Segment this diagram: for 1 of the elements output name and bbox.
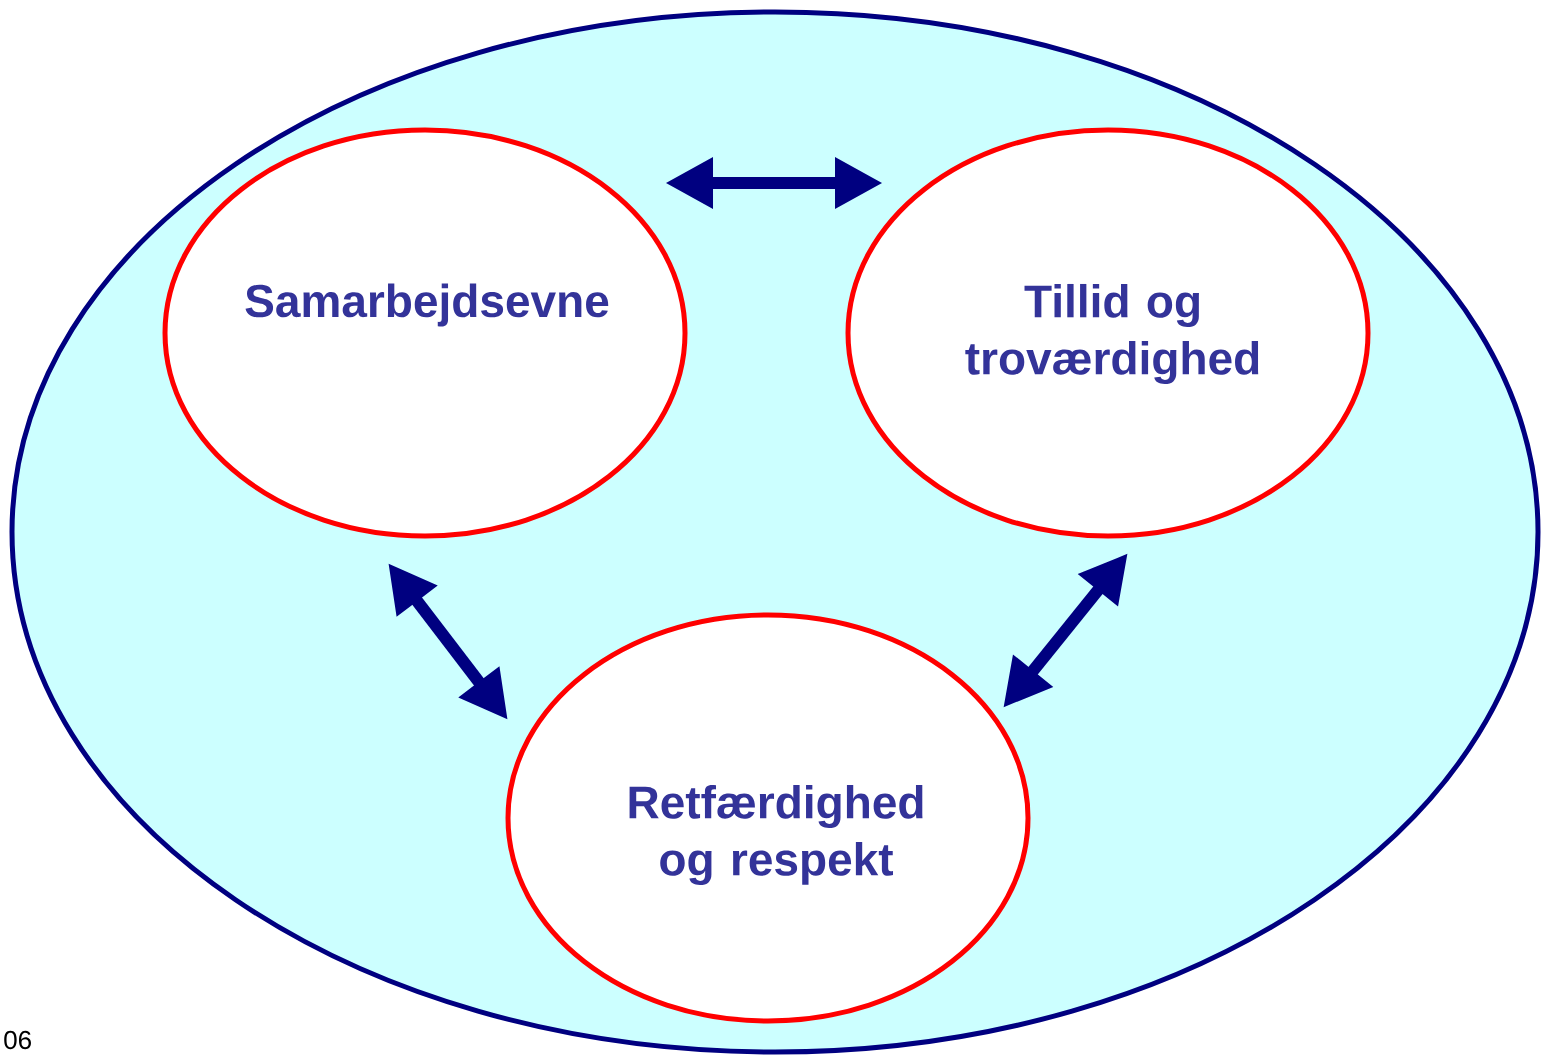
page-number: 06 [4, 1030, 31, 1050]
